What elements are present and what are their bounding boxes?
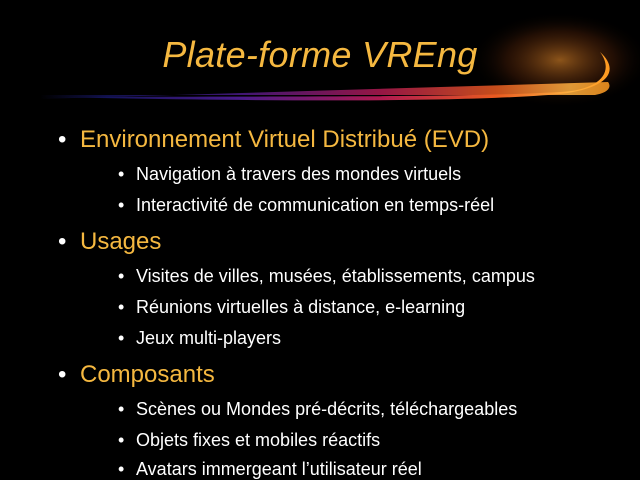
bullet-item: • Jeux multi-players bbox=[118, 327, 281, 349]
item-text: Jeux multi-players bbox=[136, 328, 282, 348]
bullet-item: • Scènes ou Mondes pré-décrits, télécharg… bbox=[118, 398, 517, 420]
bullet-symbol: • bbox=[118, 399, 125, 419]
bullet-symbol: • bbox=[118, 195, 125, 215]
bullet-heading-composants: • Composants bbox=[58, 361, 215, 389]
bullet-symbol: • bbox=[118, 297, 125, 317]
bullet-item: • Visites de villes, musées, établissemen… bbox=[118, 265, 535, 287]
bullet-symbol: • bbox=[58, 126, 67, 153]
item-text: Visites de villes, musées, établissement… bbox=[136, 266, 535, 286]
bullet-symbol: • bbox=[118, 164, 125, 184]
item-text: Navigation à travers des mondes virtuels bbox=[136, 164, 462, 184]
bullet-item: • Interactivité de communication en temps… bbox=[118, 194, 494, 216]
heading-text: Environnement Virtuel Distribué (EVD) bbox=[80, 126, 490, 153]
bullet-item: • Réunions virtuelles à distance, e-learn… bbox=[118, 296, 465, 318]
item-text: Avatars immergeant l’utilisateur réel bbox=[136, 459, 422, 479]
bullet-symbol: • bbox=[118, 328, 125, 348]
bullet-symbol: • bbox=[58, 361, 67, 388]
bullet-symbol: • bbox=[118, 459, 125, 479]
bullet-symbol: • bbox=[118, 430, 125, 450]
item-text: Scènes ou Mondes pré-décrits, télécharge… bbox=[136, 399, 518, 419]
slide-title: Plate-forme VREng bbox=[162, 34, 478, 75]
bullet-heading-evd: • Environnement Virtuel Distribué (EVD) bbox=[58, 126, 489, 154]
bullet-item: • Navigation à travers des mondes virtuel… bbox=[118, 163, 461, 185]
item-text: Interactivité de communication en temps-… bbox=[136, 195, 495, 215]
bullet-item: • Objets fixes et mobiles réactifs bbox=[118, 429, 380, 451]
heading-text: Usages bbox=[80, 228, 162, 255]
heading-text: Composants bbox=[80, 361, 215, 388]
item-text: Réunions virtuelles à distance, e-learni… bbox=[136, 297, 466, 317]
item-text: Objets fixes et mobiles réactifs bbox=[136, 430, 381, 450]
bullet-heading-usages: • Usages bbox=[58, 228, 161, 256]
bullet-item: • Avatars immergeant l’utilisateur réel bbox=[118, 458, 422, 480]
bullet-symbol: • bbox=[58, 228, 67, 255]
bullet-symbol: • bbox=[118, 266, 125, 286]
decorative-swoosh bbox=[40, 12, 640, 108]
